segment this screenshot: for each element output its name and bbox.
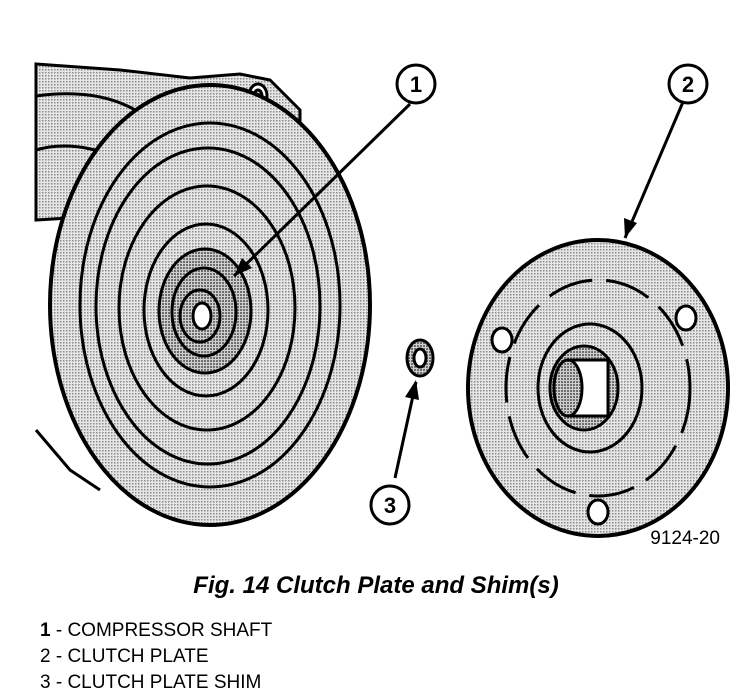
figure-caption: Fig. 14 Clutch Plate and Shim(s): [193, 572, 559, 599]
arrowhead-2: [624, 218, 637, 238]
leader-2: [623, 101, 685, 239]
callout-2: 2: [667, 63, 709, 105]
legend-text: - CLUTCH PLATE SHIM: [50, 672, 262, 693]
belt-edge: [34, 429, 101, 492]
arrowhead-1: [234, 258, 252, 276]
svg-text:1: 1: [410, 72, 422, 97]
legend-item-2: 2 - CLUTCH PLATE: [40, 644, 272, 670]
clutch-assembly-illustration: 1 2 3 9124-20: [34, 62, 730, 549]
legend-number: 2: [40, 646, 51, 667]
clutch-plate-shim: [405, 338, 435, 378]
legend-number: 1: [40, 620, 51, 641]
arrowhead-3: [405, 380, 419, 400]
legend: 1 - COMPRESSOR SHAFT 2 - CLUTCH PLATE 3 …: [40, 618, 272, 696]
arrowheads: [234, 218, 637, 400]
figure-id: 9124-20: [650, 528, 720, 549]
legend-text: - COMPRESSOR SHAFT: [50, 620, 273, 641]
legend-item-3: 3 - CLUTCH PLATE SHIM: [40, 670, 272, 696]
callout-3: 3: [369, 484, 411, 526]
legend-item-1: 1 - COMPRESSOR SHAFT: [40, 618, 272, 644]
callout-1: 1: [395, 63, 437, 105]
compressor-shaft: [178, 288, 222, 344]
clutch-plate: [466, 238, 730, 538]
legend-number: 3: [40, 672, 51, 693]
leader-1: [232, 102, 412, 278]
svg-text:2: 2: [682, 72, 694, 97]
legend-text: - CLUTCH PLATE: [50, 646, 209, 667]
svg-text:3: 3: [384, 493, 396, 518]
